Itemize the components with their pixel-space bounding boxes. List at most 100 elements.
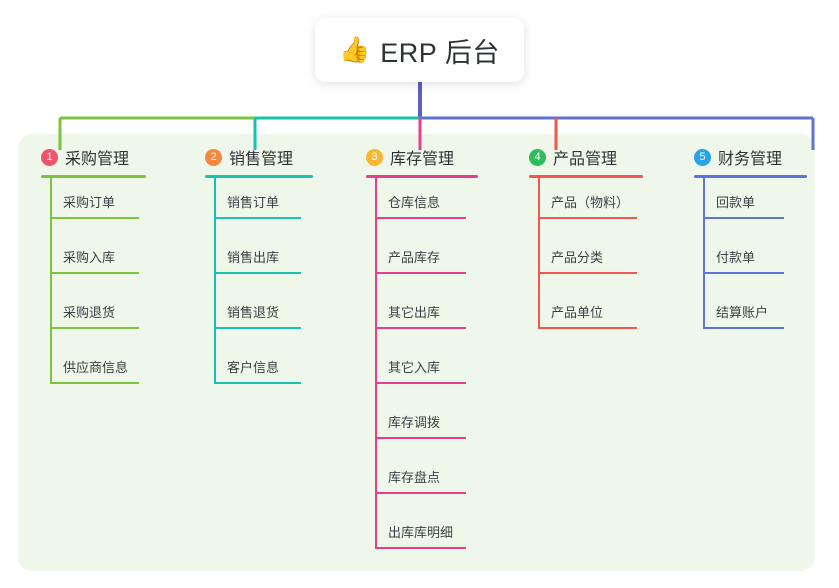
list-item-label: 销售订单 bbox=[227, 195, 280, 210]
column-items: 仓库信息产品库存其它出库其它入库库存调拨库存盘点出库库明细 bbox=[366, 178, 478, 563]
column-header[interactable]: 2 销售管理 bbox=[205, 145, 313, 169]
list-item[interactable]: 其它出库 bbox=[366, 288, 478, 343]
list-item-underline bbox=[539, 217, 637, 219]
thumbs-up-icon: 👍 bbox=[339, 35, 371, 64]
column-items: 产品（物料） 产品分类产品单位 bbox=[529, 178, 643, 343]
number-badge-icon: 5 bbox=[694, 148, 711, 166]
column-underline bbox=[529, 175, 643, 178]
list-item-label: 销售出库 bbox=[227, 250, 280, 265]
column-产品管理: 4 产品管理产品（物料） 产品分类产品单位 bbox=[529, 145, 643, 343]
column-销售管理: 2 销售管理销售订单销售出库销售退货客户信息 bbox=[205, 145, 313, 398]
column-spine bbox=[50, 178, 52, 384]
column-underline bbox=[694, 175, 807, 178]
list-item[interactable]: 采购入库 bbox=[41, 233, 146, 288]
branches-panel bbox=[18, 134, 815, 571]
number-badge-icon: 2 bbox=[205, 148, 222, 166]
column-underline bbox=[366, 175, 478, 178]
list-item-underline bbox=[539, 272, 637, 274]
column-title: 销售管理 bbox=[229, 151, 294, 168]
list-item-label: 结算账户 bbox=[716, 305, 769, 320]
root-title: ERP 后台 bbox=[380, 37, 500, 68]
list-item-label: 库存盘点 bbox=[388, 470, 441, 485]
list-item-underline bbox=[539, 327, 637, 329]
list-item[interactable]: 仓库信息 bbox=[366, 178, 478, 233]
number-badge-icon: 3 bbox=[366, 148, 383, 166]
list-item-label: 供应商信息 bbox=[63, 360, 129, 375]
list-item-label: 销售退货 bbox=[227, 305, 280, 320]
column-header[interactable]: 4 产品管理 bbox=[529, 145, 643, 169]
list-item-label: 付款单 bbox=[716, 250, 756, 265]
list-item-underline bbox=[376, 217, 466, 219]
list-item[interactable]: 库存调拨 bbox=[366, 398, 478, 453]
column-spine bbox=[214, 178, 216, 384]
list-item-underline bbox=[376, 492, 466, 494]
list-item[interactable]: 其它入库 bbox=[366, 343, 478, 398]
list-item-underline bbox=[376, 547, 466, 549]
list-item-label: 其它出库 bbox=[388, 305, 441, 320]
column-title: 采购管理 bbox=[65, 151, 130, 168]
list-item-underline bbox=[376, 382, 466, 384]
column-spine bbox=[703, 178, 705, 329]
list-item[interactable]: 供应商信息 bbox=[41, 343, 146, 398]
list-item-label: 仓库信息 bbox=[388, 195, 441, 210]
list-item[interactable]: 回款单 bbox=[694, 178, 807, 233]
list-item-underline bbox=[704, 217, 784, 219]
list-item[interactable]: 客户信息 bbox=[205, 343, 313, 398]
list-item[interactable]: 产品（物料） bbox=[529, 178, 643, 233]
list-item-underline bbox=[215, 327, 301, 329]
column-header[interactable]: 1 采购管理 bbox=[41, 145, 146, 169]
root-node[interactable]: 👍 ERP 后台 bbox=[315, 18, 524, 82]
list-item[interactable]: 销售退货 bbox=[205, 288, 313, 343]
list-item-underline bbox=[215, 272, 301, 274]
list-item[interactable]: 产品分类 bbox=[529, 233, 643, 288]
list-item-label: 产品（物料） bbox=[551, 195, 630, 210]
list-item[interactable]: 销售出库 bbox=[205, 233, 313, 288]
list-item-underline bbox=[51, 272, 139, 274]
list-item-label: 出库库明细 bbox=[388, 525, 454, 540]
list-item-label: 其它入库 bbox=[388, 360, 441, 375]
list-item[interactable]: 采购订单 bbox=[41, 178, 146, 233]
column-title: 财务管理 bbox=[718, 151, 783, 168]
list-item-label: 产品分类 bbox=[551, 250, 604, 265]
list-item[interactable]: 产品单位 bbox=[529, 288, 643, 343]
column-header[interactable]: 5 财务管理 bbox=[694, 145, 807, 169]
column-underline bbox=[41, 175, 146, 178]
column-underline bbox=[205, 175, 313, 178]
list-item[interactable]: 产品库存 bbox=[366, 233, 478, 288]
list-item[interactable]: 付款单 bbox=[694, 233, 807, 288]
list-item-underline bbox=[51, 382, 139, 384]
number-badge-icon: 1 bbox=[41, 148, 58, 166]
list-item-label: 回款单 bbox=[716, 195, 756, 210]
list-item-underline bbox=[215, 382, 301, 384]
column-spine bbox=[375, 178, 377, 549]
column-items: 销售订单销售出库销售退货客户信息 bbox=[205, 178, 313, 398]
column-财务管理: 5 财务管理回款单付款单结算账户 bbox=[694, 145, 807, 343]
list-item-underline bbox=[376, 437, 466, 439]
list-item-underline bbox=[376, 272, 466, 274]
list-item-label: 产品库存 bbox=[388, 250, 441, 265]
list-item[interactable]: 采购退货 bbox=[41, 288, 146, 343]
list-item-label: 采购入库 bbox=[63, 250, 116, 265]
list-item-underline bbox=[51, 217, 139, 219]
list-item[interactable]: 结算账户 bbox=[694, 288, 807, 343]
number-badge-icon: 4 bbox=[529, 148, 546, 166]
list-item-underline bbox=[704, 272, 784, 274]
list-item-label: 库存调拨 bbox=[388, 415, 441, 430]
column-spine bbox=[538, 178, 540, 329]
list-item[interactable]: 销售订单 bbox=[205, 178, 313, 233]
column-title: 产品管理 bbox=[553, 151, 618, 168]
list-item[interactable]: 出库库明细 bbox=[366, 508, 478, 563]
list-item-underline bbox=[376, 327, 466, 329]
list-item-label: 采购退货 bbox=[63, 305, 116, 320]
list-item-label: 采购订单 bbox=[63, 195, 116, 210]
list-item-label: 产品单位 bbox=[551, 305, 604, 320]
list-item-underline bbox=[215, 217, 301, 219]
list-item-label: 客户信息 bbox=[227, 360, 280, 375]
list-item-underline bbox=[704, 327, 784, 329]
list-item-underline bbox=[51, 327, 139, 329]
list-item[interactable]: 库存盘点 bbox=[366, 453, 478, 508]
column-采购管理: 1 采购管理采购订单采购入库采购退货供应商信息 bbox=[41, 145, 146, 398]
